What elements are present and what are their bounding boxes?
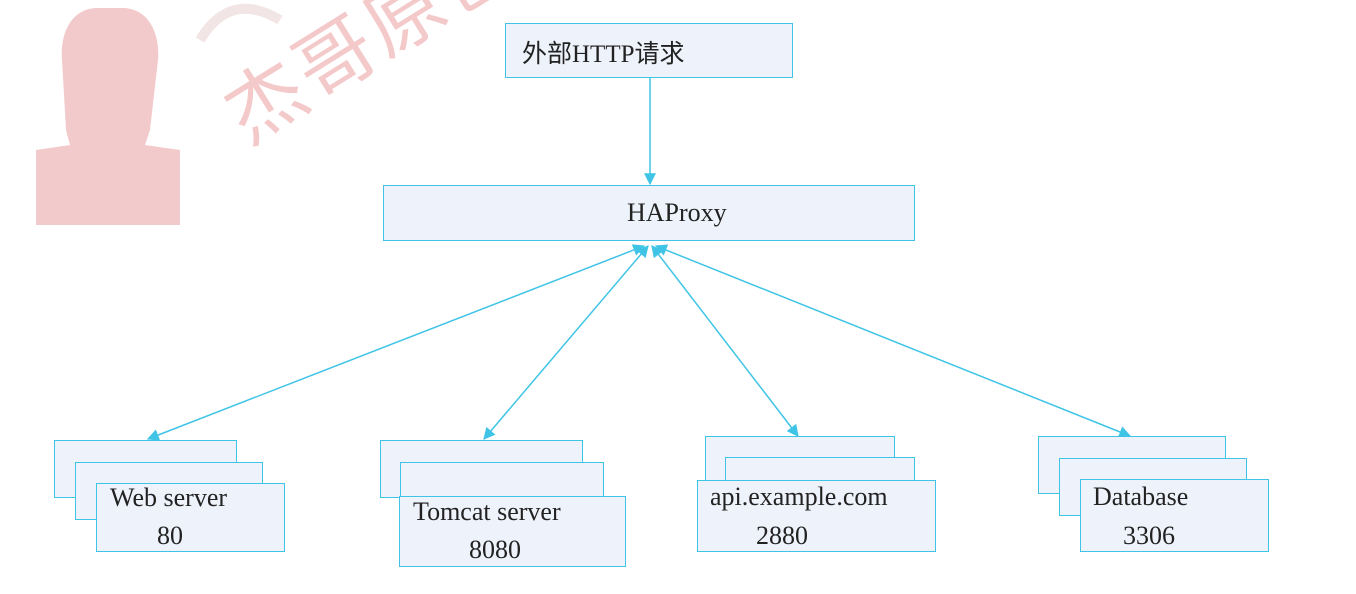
web-name: Web server: [110, 483, 228, 512]
edge-haproxy-web: [146, 244, 646, 441]
stamp-shape: [36, 8, 180, 225]
edge-haproxy-api: [651, 245, 799, 437]
edge-haproxy-tomcat: [483, 245, 649, 440]
tomcat-port: 8080: [469, 535, 521, 564]
db-name: Database: [1093, 482, 1189, 511]
api-port: 2880: [756, 521, 808, 550]
edge-haproxy-db: [654, 244, 1132, 438]
api-node: [697, 480, 936, 552]
db-port: 3306: [1123, 521, 1175, 550]
stamp-ring: [195, 3, 283, 43]
web-port: 80: [157, 521, 183, 550]
request-label: 外部HTTP请求: [522, 41, 685, 68]
db-node: [1080, 479, 1269, 552]
haproxy-node: [383, 185, 915, 241]
web-node: [96, 483, 285, 552]
tomcat-name: Tomcat server: [413, 497, 561, 526]
request-node: [505, 23, 793, 78]
haproxy-label: HAProxy: [627, 198, 727, 227]
api-name: api.example.com: [710, 482, 888, 511]
tomcat-node: [399, 496, 626, 567]
